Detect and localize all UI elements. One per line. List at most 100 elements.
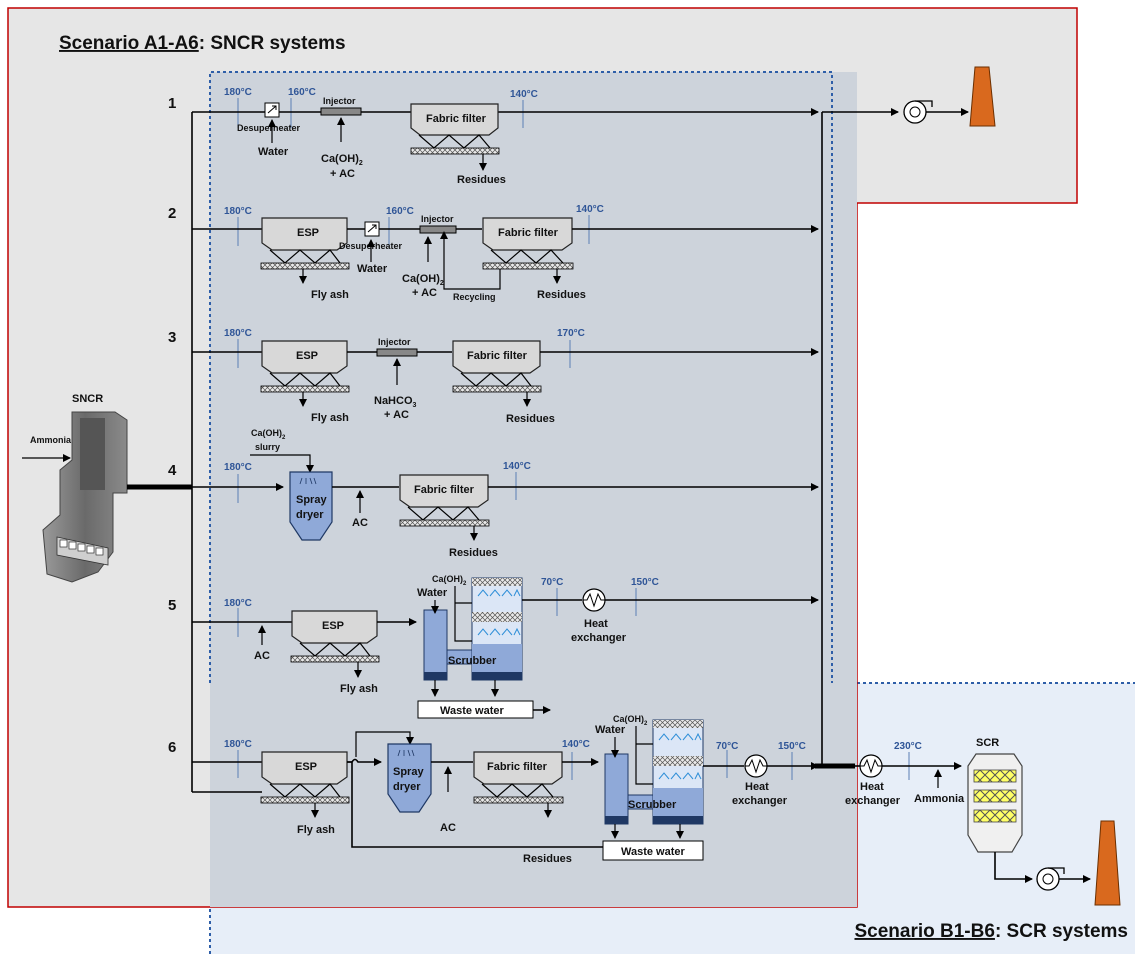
svg-text:Scrubber: Scrubber: [628, 799, 677, 811]
svg-text:70°C: 70°C: [541, 577, 563, 588]
esp-5: ESP Fly ash: [290, 610, 380, 695]
esp-3: ESP Fly ash: [260, 340, 350, 424]
desuperheater-icon: [264, 102, 280, 118]
svg-text:Heat: Heat: [860, 781, 884, 793]
fan-icon: [903, 100, 933, 124]
esp-6: ESP Fly ash: [260, 751, 350, 836]
svg-text:+ AC: + AC: [384, 409, 409, 421]
fabric-filter-2: Fabric filter Residues: [482, 217, 586, 301]
svg-text:slurry: slurry: [255, 442, 280, 452]
svg-text:+ AC: + AC: [330, 168, 355, 180]
svg-text:Residues: Residues: [523, 853, 572, 865]
svg-text:140°C: 140°C: [576, 204, 604, 215]
svg-text:Fly ash: Fly ash: [340, 683, 378, 695]
svg-text:Fly ash: Fly ash: [311, 289, 349, 301]
sncr-boiler-icon: SNCR Ammonia: [22, 393, 128, 583]
svg-text:Spray: Spray: [393, 766, 424, 778]
line-number-1: 1: [168, 95, 176, 112]
svg-text:Water: Water: [357, 263, 388, 275]
esp-2: ESP Fly ash: [260, 217, 350, 301]
fabric-filter-3: Fabric filter Residues: [452, 340, 555, 425]
fabric-filter-6: Fabric filter Residues: [473, 751, 572, 865]
scrubber-6: Scrubber: [604, 719, 704, 825]
svg-text:Fabric filter: Fabric filter: [498, 227, 559, 239]
line-number-5: 5: [168, 597, 176, 614]
svg-text:Ca(OH)2: Ca(OH)2: [321, 153, 363, 167]
svg-text:dryer: dryer: [393, 781, 421, 793]
fan-icon-scr: [1036, 867, 1065, 891]
svg-text:exchanger: exchanger: [732, 795, 788, 807]
svg-text:Water: Water: [595, 724, 626, 736]
line-2: 180°C ESP Fly ash Desuperheater Water 16…: [192, 204, 819, 302]
svg-text:ESP: ESP: [322, 620, 344, 632]
fabric-filter-1: Fabric filter Residues: [410, 103, 506, 186]
svg-text:Fabric filter: Fabric filter: [414, 484, 475, 496]
svg-text:180°C: 180°C: [224, 598, 252, 609]
svg-text:180°C: 180°C: [224, 739, 252, 750]
svg-text:exchanger: exchanger: [571, 632, 627, 644]
svg-text:AC: AC: [352, 517, 368, 529]
scenario-b-title: Scenario B1-B6: SCR systems: [854, 921, 1128, 942]
svg-text:Scrubber: Scrubber: [448, 655, 497, 667]
svg-text:Heat: Heat: [584, 618, 608, 630]
svg-text:Ammonia: Ammonia: [914, 793, 965, 805]
svg-text:Injector: Injector: [323, 96, 356, 106]
line-number-4: 4: [168, 462, 177, 479]
svg-text:Fabric filter: Fabric filter: [487, 761, 548, 773]
line-4: 180°C Ca(OH)2 slurry Spray dryer AC Fabr…: [192, 428, 819, 559]
svg-text:Spray: Spray: [296, 494, 327, 506]
svg-text:Fly ash: Fly ash: [297, 824, 335, 836]
spray-dryer-6: Spray dryer: [387, 743, 432, 813]
svg-text:dryer: dryer: [296, 509, 324, 521]
line-3: 180°C ESP Fly ash Injector NaHCO3 + AC F…: [192, 328, 819, 425]
sncr-ammonia-label: Ammonia: [30, 435, 72, 445]
heat-exchanger-icon-6: [744, 754, 768, 778]
svg-text:Desuperheater: Desuperheater: [237, 123, 301, 133]
line-1: 180°C 160°C 140°C Desuperheater Water In…: [192, 66, 996, 186]
svg-text:Ca(OH)2: Ca(OH)2: [613, 714, 648, 727]
svg-text:Fabric filter: Fabric filter: [426, 113, 487, 125]
svg-text:ESP: ESP: [295, 761, 317, 773]
svg-text:Ca(OH)2: Ca(OH)2: [251, 428, 286, 441]
heat-exchanger-icon-5: [582, 588, 606, 612]
heat-exchanger-icon-scr: [859, 754, 883, 778]
line-6: 180°C ESP Fly ash Spray dryer AC Fabric …: [192, 714, 819, 865]
line-number-3: 3: [168, 329, 176, 346]
scenario-a-title: Scenario A1-A6: SNCR systems: [59, 33, 346, 54]
svg-text:ESP: ESP: [296, 350, 318, 362]
svg-text:NaHCO3: NaHCO3: [374, 395, 417, 409]
svg-text:AC: AC: [440, 822, 456, 834]
svg-text:180°C: 180°C: [224, 462, 252, 473]
stack-icon: [969, 66, 996, 127]
svg-text:160°C: 160°C: [288, 87, 316, 98]
svg-text:exchanger: exchanger: [845, 795, 901, 807]
scrubber-5: Scrubber: [423, 577, 523, 681]
svg-text:140°C: 140°C: [562, 739, 590, 750]
stack-icon-scr: [1094, 820, 1121, 906]
svg-text:180°C: 180°C: [224, 328, 252, 339]
svg-text:Fly ash: Fly ash: [311, 412, 349, 424]
svg-text:Heat: Heat: [745, 781, 769, 793]
svg-text:Injector: Injector: [421, 214, 454, 224]
svg-text:Water: Water: [258, 146, 289, 158]
svg-text:70°C: 70°C: [716, 741, 738, 752]
line-5: 180°C AC ESP Fly ash Scrubber Water C: [192, 574, 819, 719]
svg-text:SNCR: SNCR: [72, 393, 103, 405]
line-number-6: 6: [168, 739, 176, 756]
svg-text:160°C: 160°C: [386, 206, 414, 217]
svg-text:140°C: 140°C: [503, 461, 531, 472]
svg-text:ESP: ESP: [297, 227, 319, 239]
scr-section: Heat exchanger 230°C Ammonia SCR: [845, 737, 1121, 906]
svg-text:150°C: 150°C: [778, 741, 806, 752]
svg-text:Waste water: Waste water: [621, 846, 686, 858]
svg-text:SCR: SCR: [976, 737, 999, 749]
spray-dryer-4: Spray dryer: [289, 471, 333, 541]
svg-text:170°C: 170°C: [557, 328, 585, 339]
svg-text:Ca(OH)2: Ca(OH)2: [402, 273, 444, 287]
svg-text:Residues: Residues: [537, 289, 586, 301]
fabric-filter-4: Fabric filter Residues: [399, 474, 498, 559]
svg-text:Residues: Residues: [457, 174, 506, 186]
svg-text:180°C: 180°C: [224, 87, 252, 98]
svg-text:140°C: 140°C: [510, 89, 538, 100]
